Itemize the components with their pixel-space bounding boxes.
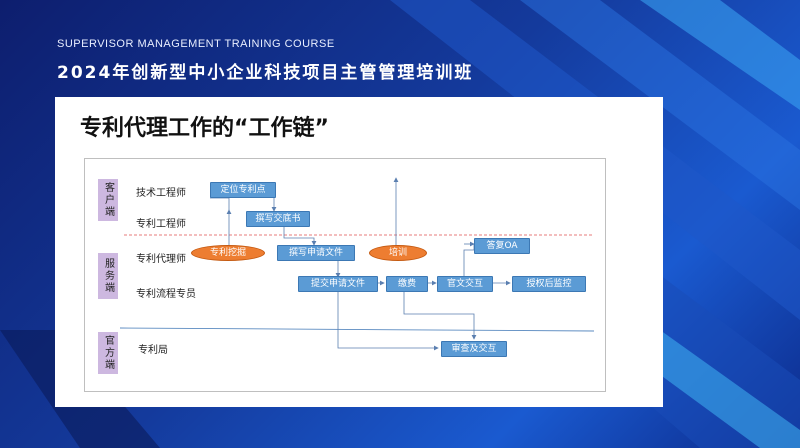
slide-title: 专利代理工作的“工作链”: [80, 116, 329, 141]
node-patent-mining: 专利挖掘: [191, 245, 265, 261]
role-patent-office: 专利局: [138, 345, 168, 356]
zone-client: 客户端: [98, 179, 118, 221]
node-write-application: 撰写申请文件: [277, 245, 355, 261]
course-title-cn: 2024年创新型中小企业科技项目主管管理培训班: [57, 63, 474, 83]
role-patent-attorney: 专利代理师: [136, 254, 186, 265]
workflow-diagram-frame: [84, 158, 606, 392]
node-submit-application: 提交申请文件: [298, 276, 378, 292]
node-pay-fee: 缴费: [386, 276, 428, 292]
service-official-divider: [119, 327, 595, 332]
node-reply-oa: 答复OA: [474, 238, 530, 254]
course-subtitle-en: SUPERVISOR MANAGEMENT TRAINING COURSE: [57, 38, 335, 50]
node-training: 培训: [369, 245, 427, 261]
role-tech-engineer: 技术工程师: [136, 188, 186, 199]
role-patent-engineer: 专利工程师: [136, 219, 186, 230]
role-process-specialist: 专利流程专员: [136, 289, 196, 300]
zone-service: 服务端: [98, 253, 118, 299]
workflow-connectors: [119, 177, 595, 351]
zone-official: 官方端: [98, 332, 118, 374]
node-write-disclosure: 撰写交底书: [246, 211, 310, 227]
node-official-exchange: 官文交互: [437, 276, 493, 292]
node-locate-patent: 定位专利点: [210, 182, 276, 198]
node-review-exchange: 审查及交互: [441, 341, 507, 357]
node-post-grant-monitor: 授权后监控: [512, 276, 586, 292]
